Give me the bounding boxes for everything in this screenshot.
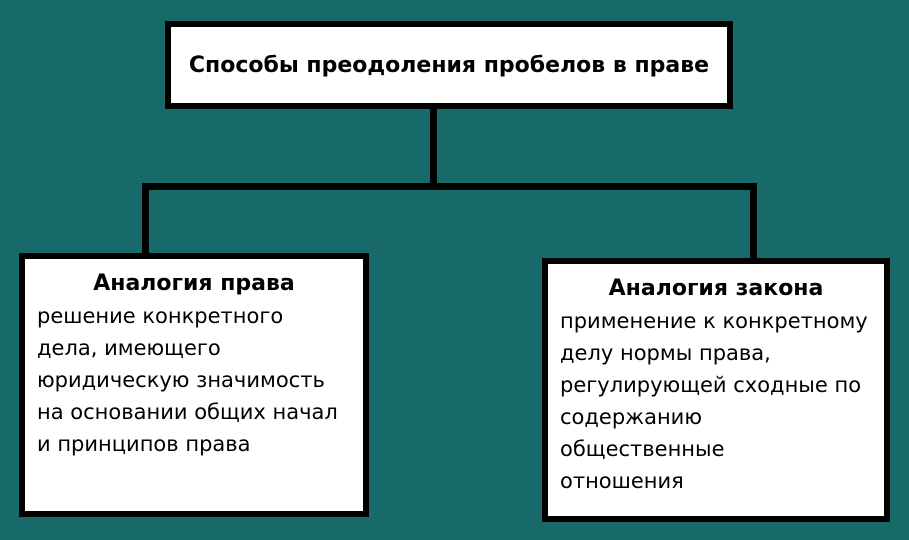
connector-horizontal-rail xyxy=(142,183,757,190)
connector-right-drop xyxy=(750,189,757,260)
root-node-box: Способы преодоления пробелов в праве xyxy=(165,21,733,109)
connector-left-drop xyxy=(142,189,149,255)
child-node-heading: Аналогия права xyxy=(93,271,295,296)
child-node-heading: Аналогия закона xyxy=(608,276,824,301)
child-node-analogy-of-statute: Аналогия закона применение к конкретному… xyxy=(542,258,890,522)
root-node-title: Способы преодоления пробелов в праве xyxy=(188,52,710,78)
child-node-body: применение к конкретному делу нормы прав… xyxy=(560,309,868,493)
child-node-body: решение конкретного дела, имеющего юриди… xyxy=(37,304,338,456)
child-node-analogy-of-law-principles: Аналогия права решение конкретного дела,… xyxy=(19,253,369,517)
connector-stem xyxy=(430,105,437,189)
